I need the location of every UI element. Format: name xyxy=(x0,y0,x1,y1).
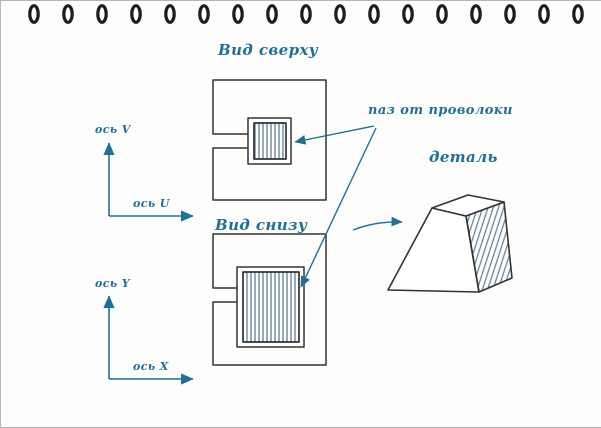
part-drawing xyxy=(387,194,513,293)
top-view-groove-hatched xyxy=(253,122,287,160)
annotation-arrows xyxy=(294,125,403,288)
arrow-groove-to-top-view xyxy=(294,125,375,145)
bottom-view-label: Вид снизу xyxy=(215,216,308,234)
groove-note-label: паз от проволоки xyxy=(368,103,513,118)
bottom-view-drawing xyxy=(212,233,327,366)
part-label: деталь xyxy=(429,148,498,166)
spiral-binding xyxy=(28,4,584,24)
bottom-view-body xyxy=(212,233,327,366)
top-view-label: Вид сверху xyxy=(218,41,319,59)
bottom-view-groove-hatched xyxy=(242,271,300,343)
axes-uv xyxy=(103,142,194,222)
axis-x-label: ось X xyxy=(133,360,169,373)
arrow-to-part xyxy=(352,216,403,231)
part-top-face xyxy=(431,194,505,217)
arrow-groove-to-bottom-view xyxy=(300,127,377,288)
part-front-face xyxy=(387,207,480,293)
top-view-drawing xyxy=(212,79,327,201)
axis-v-label: ось V xyxy=(95,123,131,136)
axis-y-label: ось Y xyxy=(95,277,130,290)
axes-xy xyxy=(103,295,194,385)
axis-u-label: ось U xyxy=(133,197,170,210)
top-view-body xyxy=(212,79,327,201)
